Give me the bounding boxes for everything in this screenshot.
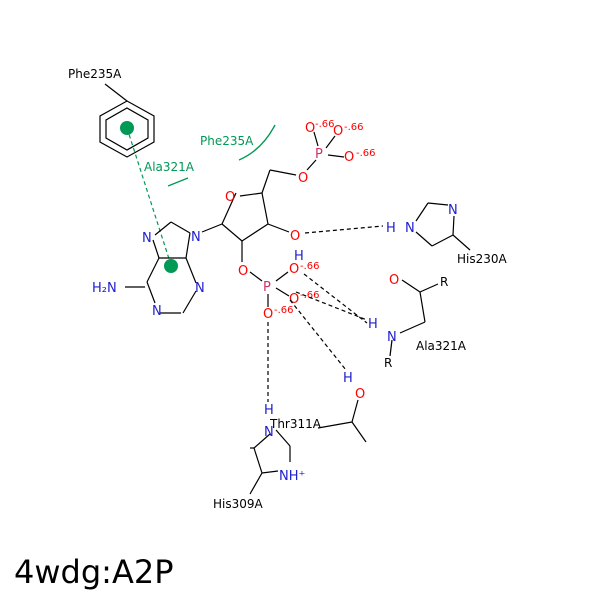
ring-centroid-phe <box>120 121 134 135</box>
atom-n7: N <box>142 231 152 246</box>
phosphate-2-bonds <box>249 271 290 307</box>
atom-n-his230a: N <box>405 221 415 236</box>
atom-o2c: O <box>263 307 273 322</box>
atom-n9: N <box>191 230 201 245</box>
atom-p5: P <box>315 147 323 162</box>
hydrophobic-arc-ala321 <box>167 177 189 187</box>
charge-o2a: -.66 <box>300 261 320 272</box>
hbond-ala321-b <box>295 291 368 321</box>
atom-ring-o: O <box>225 190 235 205</box>
atom-o3: O <box>290 229 300 244</box>
hbond-thr311 <box>289 299 347 371</box>
atom-o2b: O <box>289 292 299 307</box>
hbond-ala321 <box>303 273 368 324</box>
atom-n-his309b: NH⁺ <box>279 469 305 484</box>
atom-o2a: O <box>289 262 299 277</box>
pi-stacking-line <box>126 127 172 266</box>
hydrophobic-label-phe235: Phe235A <box>200 134 254 148</box>
atom-n1: N <box>195 281 205 296</box>
atom-h-his309: H <box>264 403 274 418</box>
atom-h-ala321: H <box>368 317 378 332</box>
atom-o5c: O <box>344 150 354 165</box>
atom-n-ala321: N <box>387 330 397 345</box>
phe235-ring <box>99 83 155 158</box>
atom-n-his230b: N <box>448 203 458 218</box>
atom-o5b: O <box>333 124 343 139</box>
atom-p2: P <box>263 280 271 295</box>
atom-o5: O <box>298 171 308 186</box>
his309-bonds <box>249 429 291 495</box>
charge-o2b: -.66 <box>300 290 320 301</box>
charge-o5c: -.66 <box>356 148 376 159</box>
phosphate-5-bonds <box>306 131 345 171</box>
residue-label-his309: His309A <box>213 497 264 511</box>
adenine-bonds <box>125 221 223 314</box>
ribose-bonds <box>221 169 297 262</box>
atom-n-his309a: N <box>264 425 274 440</box>
page-title: 4wdg:A2P <box>14 553 173 591</box>
residue-label-ala321: Ala321A <box>416 339 467 353</box>
atom-o-ala321: O <box>389 273 399 288</box>
ala321-bonds <box>389 279 439 357</box>
atom-amino: H₂N <box>92 281 117 296</box>
hydrophobic-label-ala321: Ala321A <box>144 160 195 174</box>
his230-bonds <box>415 202 471 251</box>
atom-h-o3: H <box>294 249 304 264</box>
atom-h-his230: H <box>386 221 396 236</box>
residue-label-thr311: Thr311A <box>269 417 322 431</box>
thr311-bonds <box>317 399 367 443</box>
atom-o-thr311: O <box>355 387 365 402</box>
atom-h-thr311: H <box>343 371 353 386</box>
atom-n3: N <box>152 304 162 319</box>
hbond-his230 <box>304 225 384 234</box>
residue-label-phe235-top: Phe235A <box>68 67 122 81</box>
atom-r-ala321-top: R <box>440 275 448 289</box>
ring-centroid-adenine <box>164 259 178 273</box>
hydrogen-bonds <box>267 225 384 402</box>
residue-label-his230: His230A <box>457 252 508 266</box>
atom-o5a: O <box>305 121 315 136</box>
charge-o5a: -.66 <box>315 119 335 130</box>
atom-o2: O <box>238 264 248 279</box>
charge-o5b: -.66 <box>344 122 364 133</box>
hydrophobic-arc-phe235 <box>238 124 276 161</box>
charge-o2c: -.66 <box>274 305 294 316</box>
atom-r-ala321-bottom: R <box>384 356 392 370</box>
